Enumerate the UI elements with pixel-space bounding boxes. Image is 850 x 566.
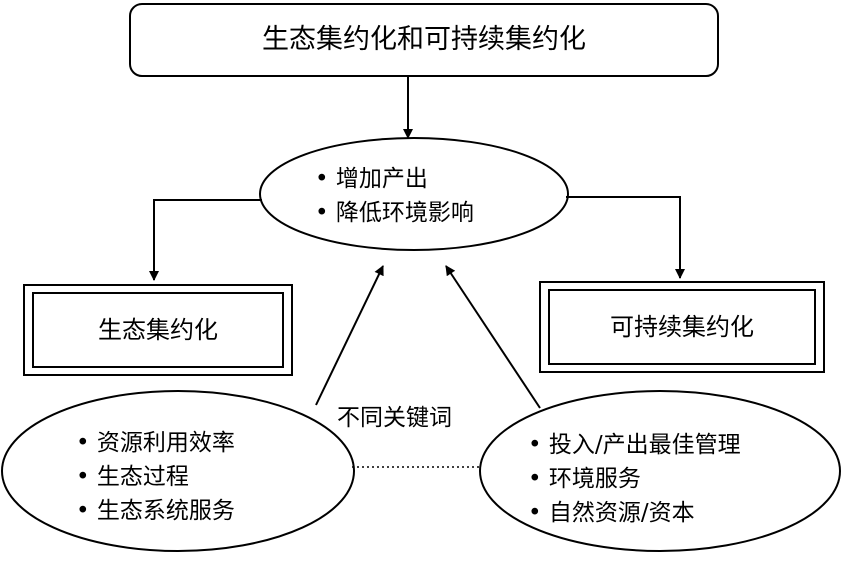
title-box: [129, 3, 719, 77]
right-line-2: • 环境服务: [528, 466, 641, 492]
right-ellipse-text: • 投入/产出最佳管理 • 环境服务 • 自然资源/资本: [528, 428, 741, 530]
right-line-1: • 投入/产出最佳管理: [528, 432, 741, 458]
left-box-label: 生态集约化: [98, 316, 218, 344]
left-box-inner: [32, 292, 284, 368]
center-line-2: • 降低环境影响: [315, 200, 474, 226]
center-ellipse: [259, 137, 569, 251]
left-line-2: • 生态过程: [76, 464, 189, 490]
left-ellipse-text: • 资源利用效率 • 生态过程 • 生态系统服务: [76, 426, 235, 528]
arrow-right-ellipse-to-center: [445, 265, 541, 409]
center-ellipse-text: • 增加产出 • 降低环境影响: [315, 162, 474, 230]
keyword-label: 不同关键词: [337, 405, 452, 431]
arrow-center-to-left-box: [149, 199, 262, 281]
right-box-inner: [548, 289, 816, 365]
center-line-1: • 增加产出: [315, 166, 428, 192]
arrow-center-to-right-box: [566, 196, 685, 279]
left-ellipse: [1, 390, 355, 552]
arrow-left-ellipse-to-center: [315, 265, 384, 406]
right-line-3: • 自然资源/资本: [528, 500, 695, 526]
title-label: 生态集约化和可持续集约化: [262, 24, 586, 55]
right-ellipse: [479, 390, 841, 552]
left-line-3: • 生态系统服务: [76, 498, 235, 524]
right-box-label: 可持续集约化: [610, 313, 754, 341]
left-line-1: • 资源利用效率: [76, 430, 235, 456]
